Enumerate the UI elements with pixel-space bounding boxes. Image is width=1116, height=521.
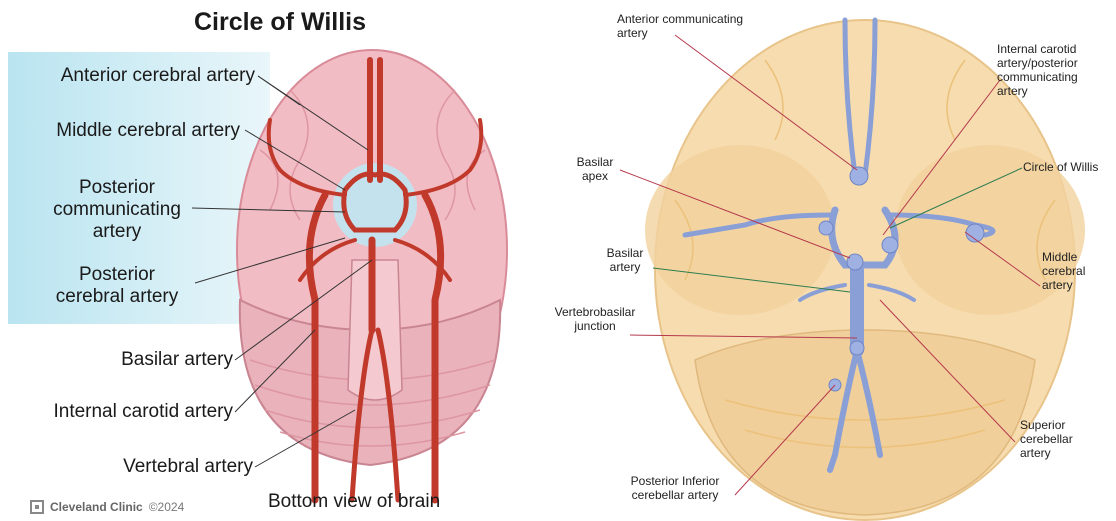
- diagram-title: Circle of Willis: [180, 8, 380, 37]
- label-internal-carotid-artery: Internal carotid artery: [53, 401, 233, 423]
- label-posterior-cerebral-artery: Posterior cerebral artery: [42, 264, 192, 308]
- label-posterior-inferior-cerebellar-artery: Posterior Inferior cerebellar artery: [617, 474, 733, 502]
- label-basilar-artery: Basilar artery: [595, 246, 655, 274]
- brand-footer: Cleveland Clinic ©2024: [30, 500, 184, 514]
- label-superior-cerebellar-artery: Superior cerebellar artery: [1020, 418, 1073, 460]
- label-internal-carotid-posterior-communicating-artery: Internal carotid artery/posterior commun…: [997, 42, 1078, 98]
- label-posterior-communicating-artery: Posterior communicating artery: [42, 177, 192, 243]
- temporal-lobe-left: [645, 145, 835, 315]
- label-circle-of-willis: Circle of Willis: [1023, 160, 1098, 174]
- label-middle-cerebral-artery-right: Middle cerebral artery: [1042, 250, 1085, 292]
- label-anterior-communicating-artery: Anterior communicating artery: [617, 12, 743, 40]
- label-middle-cerebral-artery: Middle cerebral artery: [56, 120, 240, 142]
- right-panel: Anterior communicating artery Internal c…: [545, 0, 1116, 521]
- brand-name: Cleveland Clinic: [50, 500, 143, 514]
- label-vertebrobasilar-junction: Vertebrobasilar junction: [545, 305, 645, 333]
- caption-bottom-view: Bottom view of brain: [268, 491, 440, 513]
- label-basilar-artery: Basilar artery: [121, 349, 233, 371]
- cleveland-clinic-logo-icon: [30, 500, 44, 514]
- copyright-text: ©2024: [149, 500, 185, 514]
- left-panel: Circle of Willis Anterior cerebral arter…: [0, 0, 560, 521]
- cerebellum-tan: [695, 330, 1035, 515]
- label-vertebral-artery: Vertebral artery: [123, 456, 253, 478]
- label-basilar-apex: Basilar apex: [565, 155, 625, 183]
- label-anterior-cerebral-artery: Anterior cerebral artery: [61, 65, 255, 87]
